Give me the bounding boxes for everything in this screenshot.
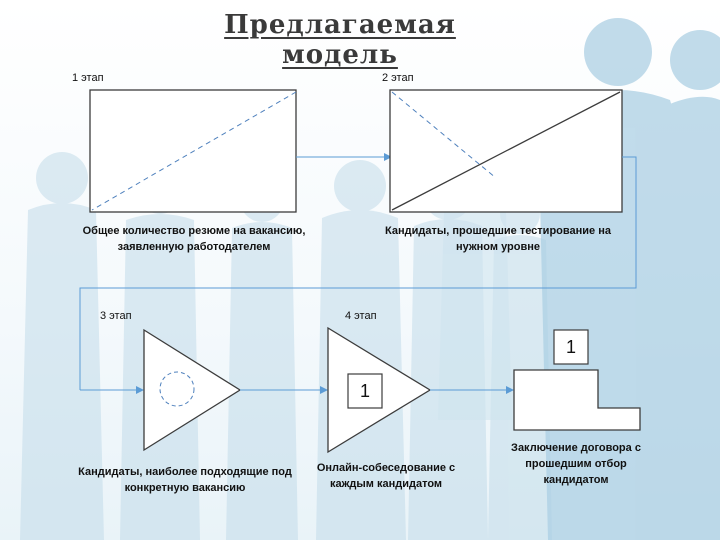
stage-3-shape [143,328,242,452]
stage-2-shape [389,89,623,213]
stage-3-caption: Кандидаты, наиболее подходящие под конкр… [78,466,292,494]
final-step-shape [513,329,641,431]
stage-2-label: 2 этап [382,72,414,84]
connector-stage-2-to-3 [79,156,637,394]
stage-1-dashed-diagonal [91,91,297,211]
stage-4-label: 4 этап [345,310,377,322]
connector-stage-1-to-2 [296,153,392,161]
connector-stage-3-to-4 [240,386,328,394]
stage-1-label: 1 этап [72,72,104,84]
stage-1-caption: Общее количество резюме на вакансию, зая… [82,225,306,253]
connector-stage-4-to-final [430,386,514,394]
stage-4-caption: Онлайн-собеседование с каждым кандидатом [316,462,456,490]
stage-3-dashed-circle [159,371,195,407]
stage-1-shape [89,89,297,213]
stage-2-caption: Кандидаты, прошедшие тестирование на нуж… [385,225,611,253]
final-badge-box [553,329,589,365]
stage-4-badge-box [347,373,383,409]
stage-2-solid-diagonal [391,91,621,211]
page-title: Предлагаемая модель [224,10,456,70]
stage-3-label: 3 этап [100,310,132,322]
stage-4-badge-number: 1 [359,380,370,401]
final-caption: Заключение договора с прошедшим отбор ка… [511,442,641,486]
final-badge-number: 1 [565,336,576,357]
stage-4-shape [327,326,432,454]
stage-2-dashed-line [391,91,497,179]
